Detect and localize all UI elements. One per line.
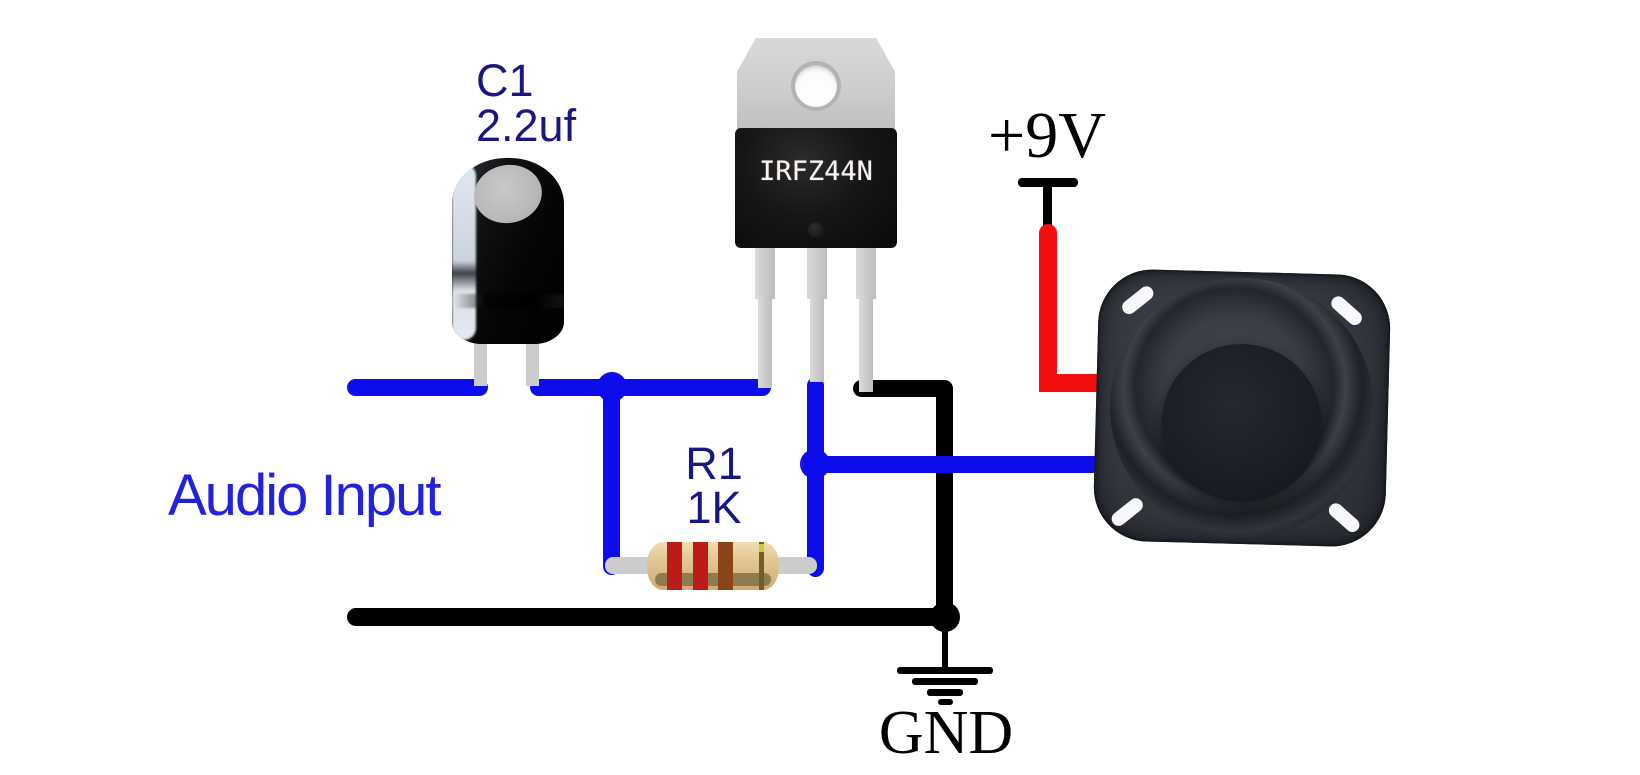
wire-source-to-ground-vertical bbox=[936, 380, 953, 626]
capacitor-crimp bbox=[452, 294, 564, 308]
ground-symbol-bar-2 bbox=[912, 678, 978, 685]
ground-label: GND bbox=[878, 699, 1014, 767]
capacitor-ref: C1 bbox=[476, 55, 534, 106]
ground-symbol-bar-1 bbox=[897, 667, 993, 674]
resistor-value: 1K bbox=[686, 482, 742, 533]
audio-input-label: Audio Input bbox=[168, 463, 441, 528]
wire-gate-node-to-resistor bbox=[603, 379, 620, 575]
mosfet-gate-leg bbox=[755, 247, 775, 299]
resistor bbox=[647, 542, 779, 590]
speaker-mounting-hole-top-left bbox=[1119, 283, 1157, 317]
resistor-band-brown bbox=[718, 542, 733, 590]
resistor-shadow bbox=[655, 573, 771, 586]
speaker-mounting-hole-bottom-right bbox=[1326, 500, 1363, 535]
resistor-ref: R1 bbox=[685, 438, 743, 489]
ground-symbol-stem bbox=[942, 628, 948, 670]
mosfet-source-leg-lower bbox=[859, 296, 873, 392]
resistor-band-red-2 bbox=[693, 542, 708, 590]
resistor-label: R1 1K bbox=[648, 438, 780, 533]
wire-source-to-ground-horizontal bbox=[853, 380, 953, 397]
capacitor-label: C1 2.2uf bbox=[476, 58, 576, 148]
mosfet-source-leg bbox=[856, 247, 876, 299]
capacitor-lead-left bbox=[474, 342, 487, 386]
speaker bbox=[1092, 268, 1392, 548]
mosfet-mounting-hole bbox=[791, 61, 841, 111]
wire-capacitor-to-gate bbox=[530, 379, 771, 396]
junction-dot-ground bbox=[930, 602, 960, 632]
capacitor-value: 2.2uf bbox=[476, 100, 577, 151]
wire-ground-bus-bottom bbox=[347, 608, 954, 626]
wire-audio-input-segment bbox=[347, 379, 488, 396]
mosfet-dimple bbox=[808, 222, 824, 238]
wire-power-to-speaker bbox=[1039, 374, 1111, 392]
capacitor-polarity-stripe bbox=[452, 164, 476, 340]
speaker-mounting-hole-bottom-left bbox=[1108, 495, 1146, 529]
wire-power-vertical bbox=[1039, 224, 1057, 392]
ground-symbol-bar-4 bbox=[938, 699, 953, 705]
ground-symbol-bar-3 bbox=[927, 689, 963, 696]
resistor-band-red-1 bbox=[667, 542, 682, 590]
power-label: +9V bbox=[988, 99, 1106, 172]
battery-positive-terminal-bar bbox=[1018, 178, 1078, 187]
wire-drain-to-speaker bbox=[807, 456, 1107, 473]
capacitor-top-face bbox=[469, 159, 547, 229]
mosfet-marking: IRFZ44N bbox=[759, 156, 873, 187]
resistor-band-gold bbox=[759, 542, 764, 590]
mosfet-gate-leg-lower bbox=[758, 296, 772, 388]
mosfet-drain-leg-lower bbox=[810, 296, 824, 382]
battery-positive-terminal-stem bbox=[1043, 183, 1052, 230]
electrolytic-capacitor bbox=[452, 158, 564, 344]
capacitor-lead-right bbox=[526, 342, 539, 386]
mosfet-body: IRFZ44N bbox=[735, 128, 897, 248]
mosfet-drain-leg bbox=[807, 247, 827, 299]
